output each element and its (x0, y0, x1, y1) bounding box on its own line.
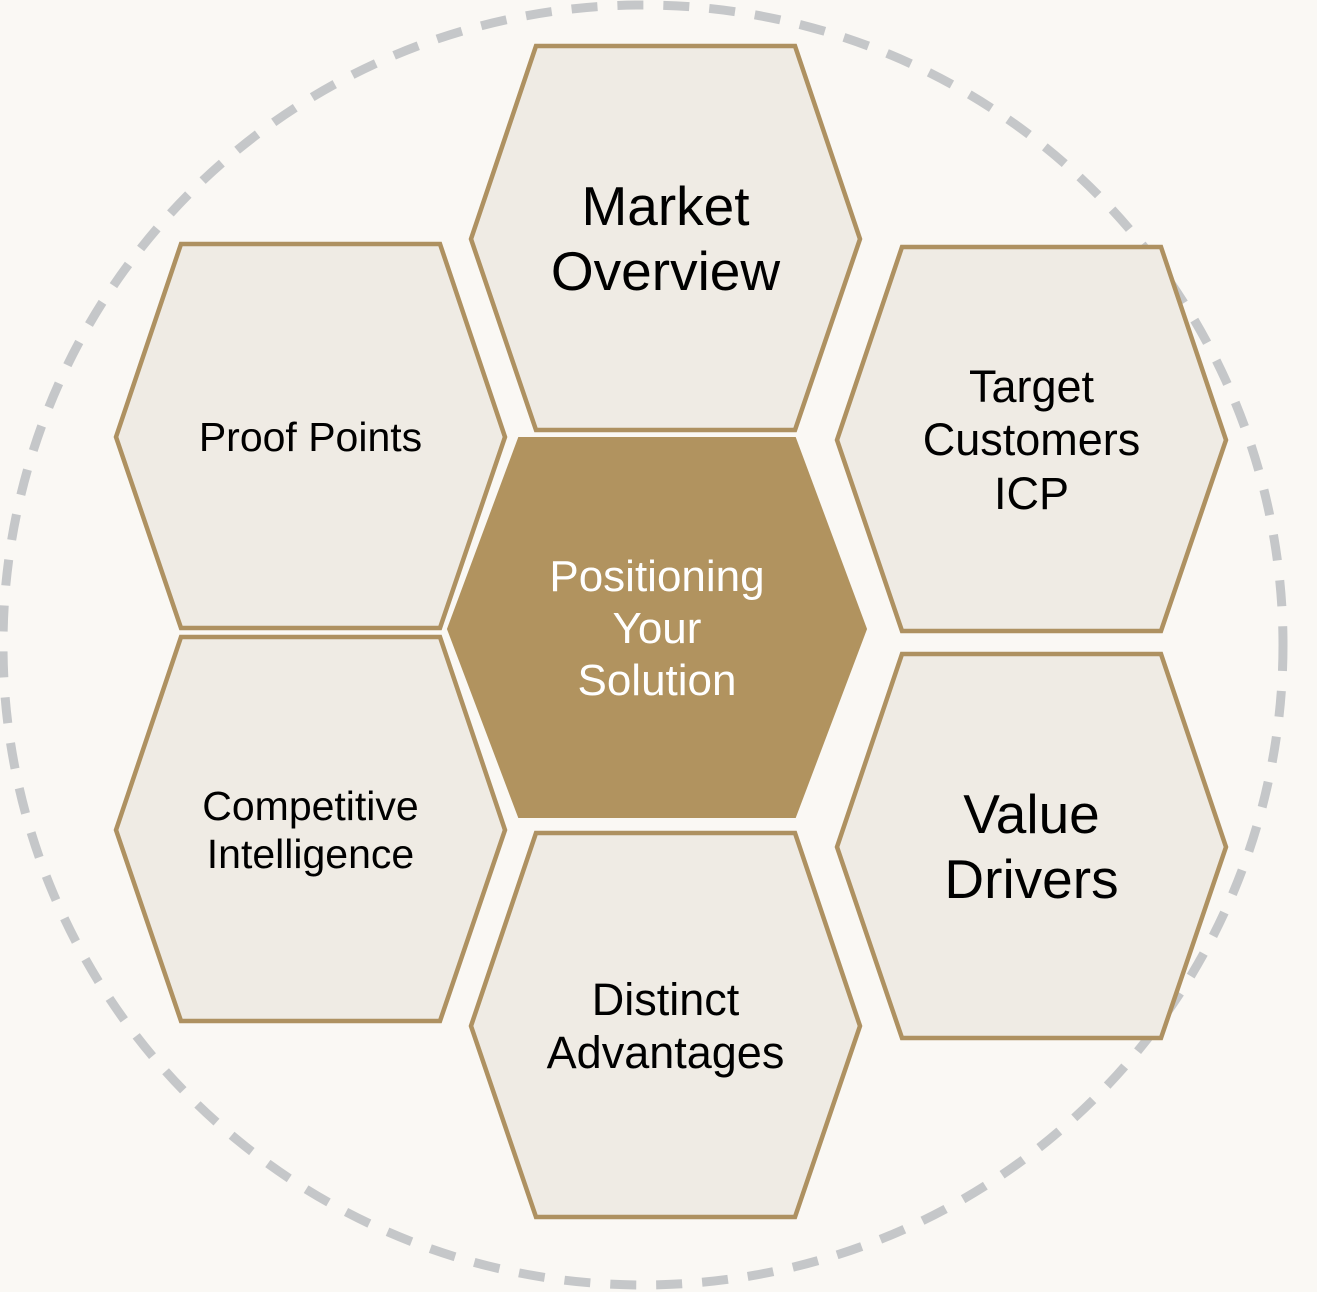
hex-target-customers-icp[interactable] (834, 244, 1229, 634)
hex-center-positioning[interactable] (446, 437, 868, 818)
hex-proof-points[interactable] (113, 241, 508, 631)
hex-competitive-intelligence[interactable] (113, 634, 508, 1024)
hex-value-drivers[interactable] (834, 651, 1229, 1041)
dashed-boundary-circle (0, 0, 1288, 1290)
hex-market-overview[interactable] (468, 43, 863, 433)
hex-distinct-advantages[interactable] (468, 830, 863, 1220)
